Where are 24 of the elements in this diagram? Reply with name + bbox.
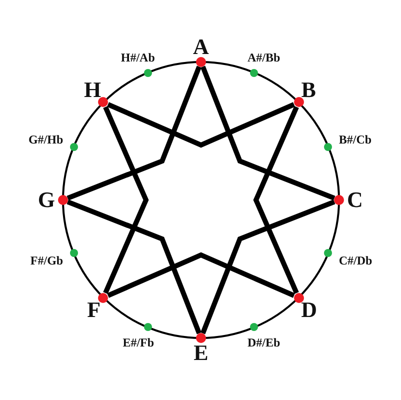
star-line (103, 106, 149, 294)
note-label: E#/Fb (122, 336, 154, 348)
note-label: G (38, 189, 55, 211)
star-line (107, 102, 295, 148)
note-label: C (347, 189, 363, 211)
note-label: A#/Bb (248, 52, 280, 64)
star-line (107, 252, 295, 298)
star-line (66, 200, 202, 334)
note-label: H (84, 78, 102, 101)
note-label: B#/Cb (338, 134, 372, 146)
note-label: A (193, 36, 209, 58)
star-line (200, 66, 336, 200)
note-label: D#/Eb (248, 336, 280, 348)
note-label: G#/Hb (28, 134, 64, 146)
note-label: C#/Db (338, 254, 372, 266)
note-label: F#/Gb (30, 254, 64, 266)
note-label: E (194, 342, 208, 364)
star-line (66, 66, 202, 200)
star-line (253, 106, 299, 294)
note-label: D (301, 299, 317, 322)
star-line (200, 200, 336, 334)
note-label: F (87, 299, 101, 322)
note-label: H#/Ab (120, 52, 155, 64)
note-label: B (301, 78, 316, 101)
